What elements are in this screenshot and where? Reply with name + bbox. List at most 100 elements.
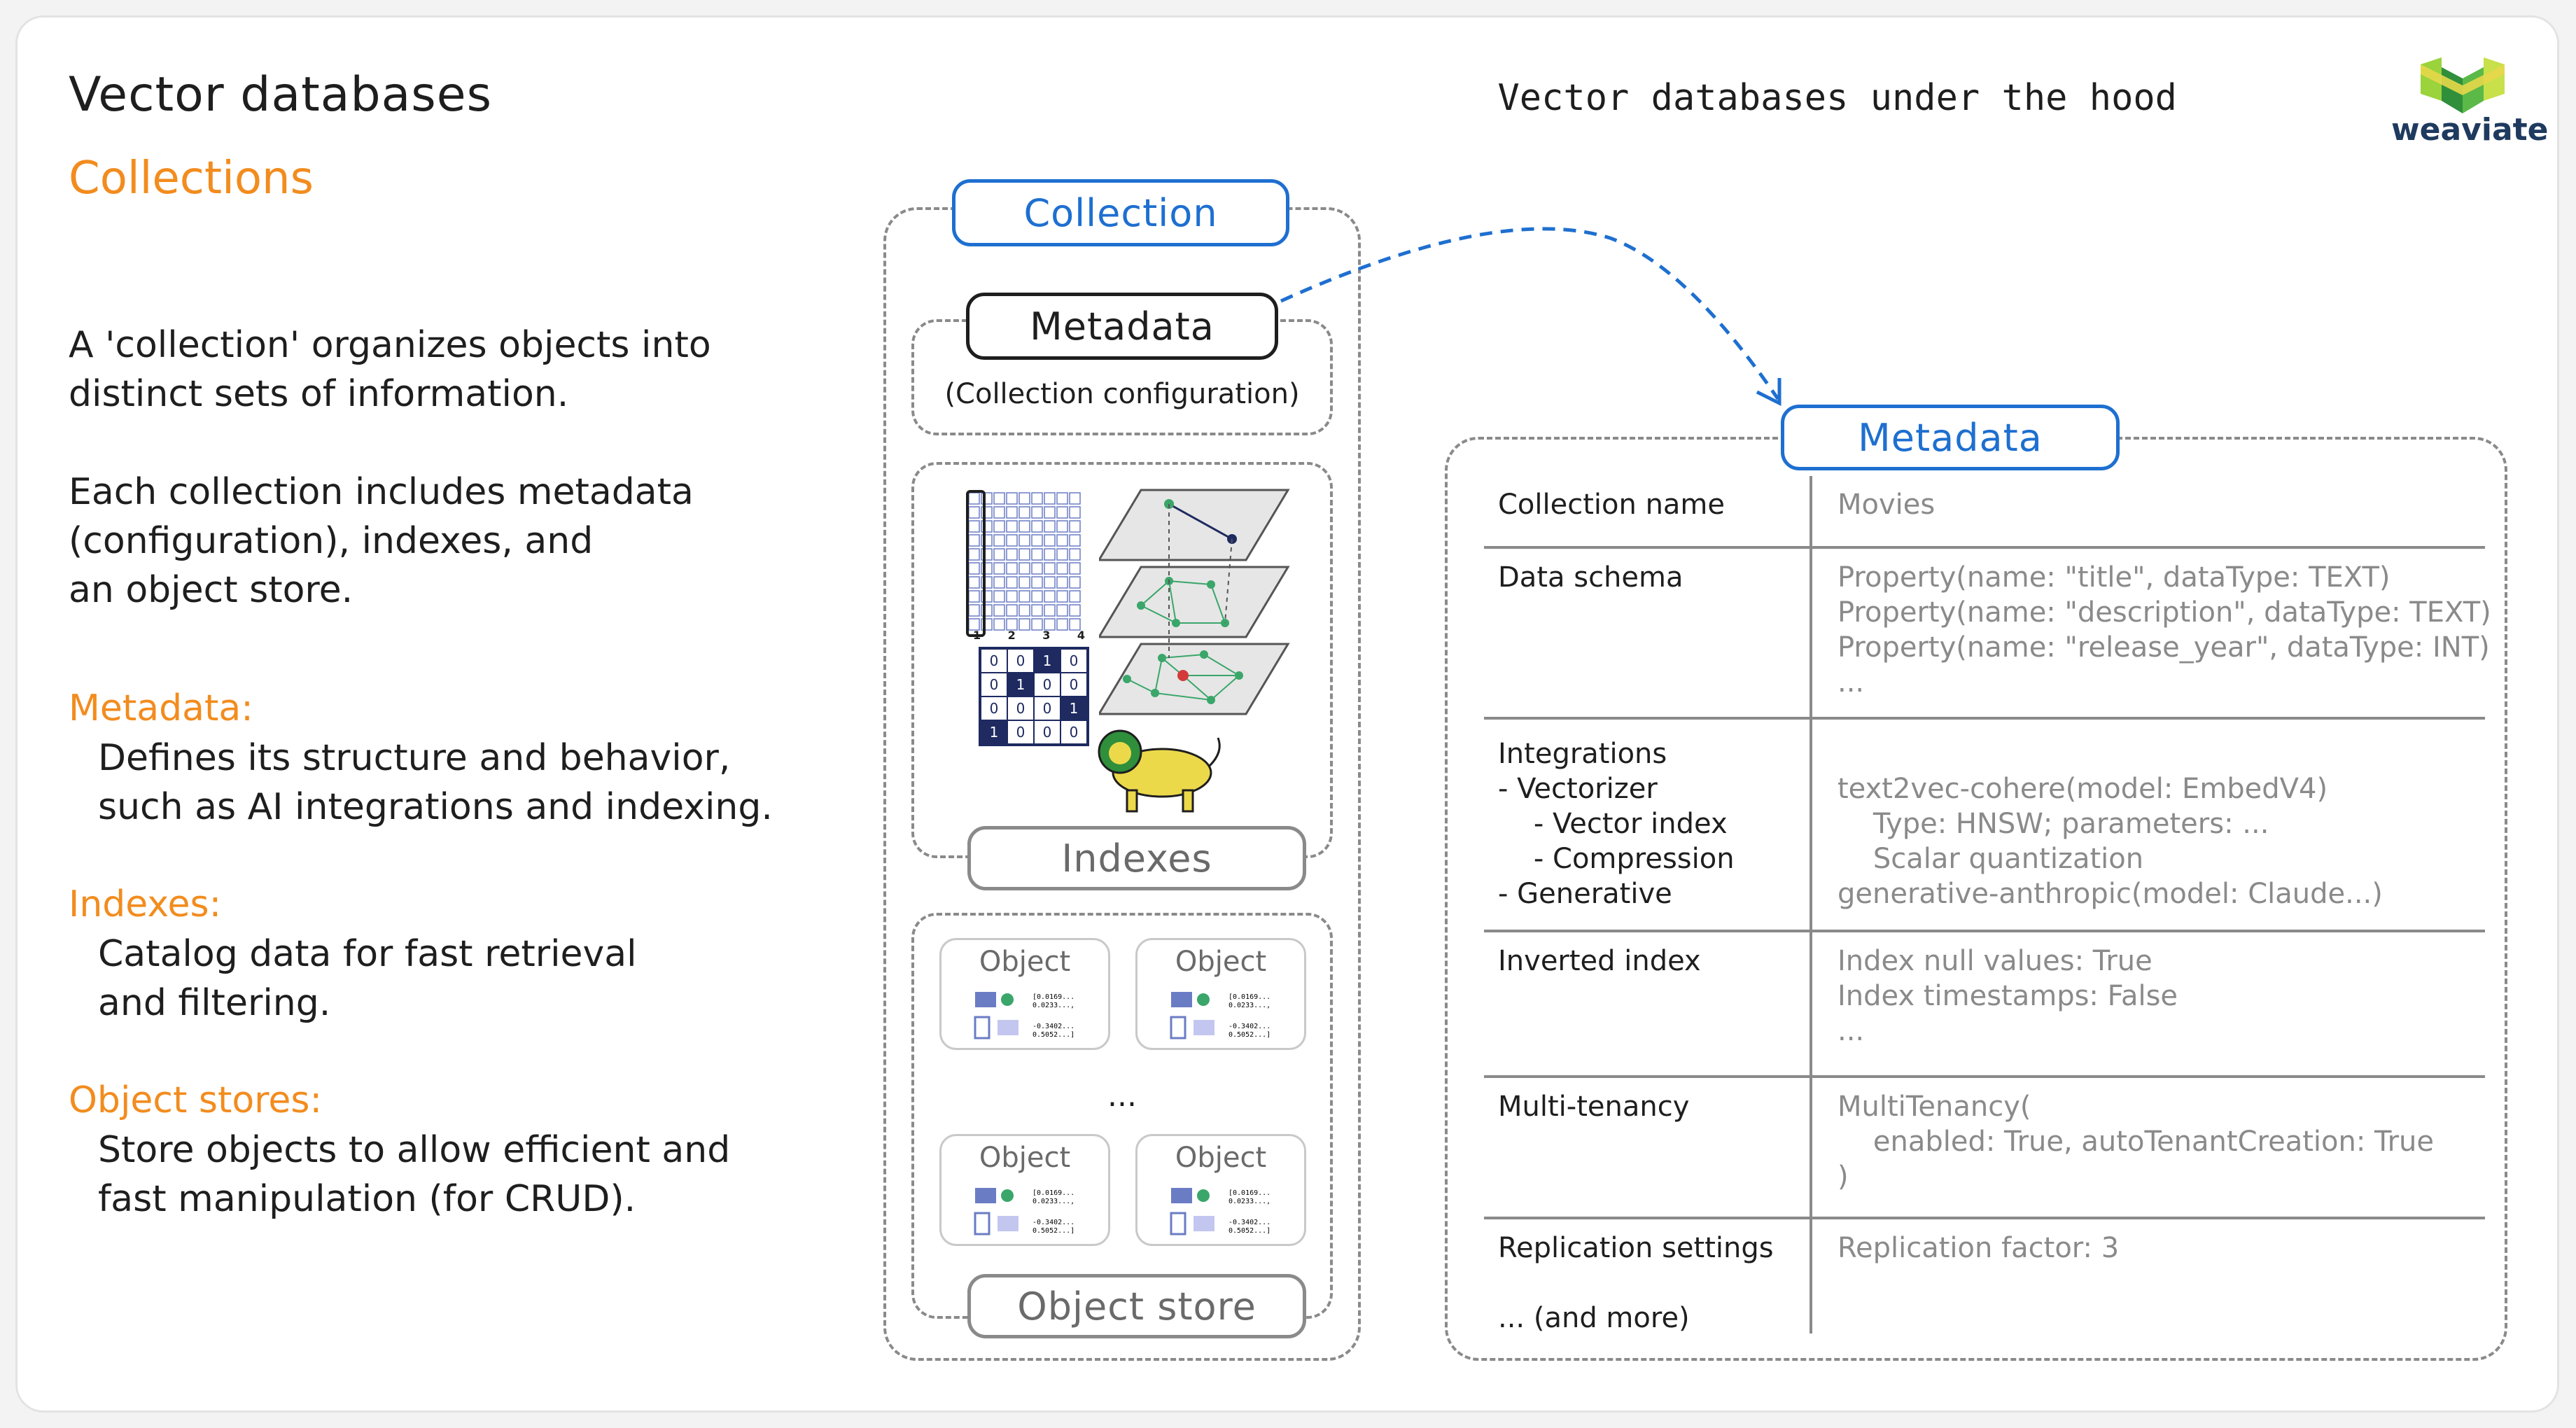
object-title: Object <box>1175 1142 1267 1174</box>
object-card: Object [0.0169... 0.0233..., -0.3402... … <box>939 938 1110 1050</box>
matrix-col-1: 1 <box>973 629 981 642</box>
matrix-cell <box>1031 534 1043 547</box>
matrix-cell <box>1006 492 1018 505</box>
matrix-cell <box>1031 576 1043 589</box>
row-label: Multi-tenancy <box>1498 1091 1690 1123</box>
matrix-cell <box>1069 562 1081 575</box>
matrix-cell <box>968 548 980 561</box>
matrix-cell <box>1018 562 1030 575</box>
svg-text:0.0233...,: 0.0233..., <box>1228 1198 1270 1205</box>
bitmap-cell: 1 <box>1007 673 1034 696</box>
svg-text:-0.3402...: -0.3402... <box>1032 1219 1074 1226</box>
matrix-cell <box>1044 576 1056 589</box>
matrix-cell <box>1044 562 1056 575</box>
index-matrix-icon <box>966 490 1081 637</box>
table-row: Replication settings ... (and more) Repl… <box>1484 1219 2485 1345</box>
section-body-object-stores: Store objects to allow efficient and fas… <box>98 1129 731 1220</box>
matrix-cell <box>1018 492 1030 505</box>
bitmap-cell: 0 <box>1060 649 1087 673</box>
matrix-cell <box>1006 590 1018 603</box>
svg-text:0.0233...,: 0.0233..., <box>1032 1002 1074 1009</box>
matrix-cell <box>1031 590 1043 603</box>
matrix-cell <box>1031 492 1043 505</box>
matrix-cell <box>1006 548 1018 561</box>
svg-text:[0.0169...: [0.0169... <box>1032 1189 1074 1197</box>
collection-label: Collection <box>952 179 1289 246</box>
svg-text:-0.3402...: -0.3402... <box>1228 1023 1270 1030</box>
matrix-cell <box>1069 492 1081 505</box>
matrix-cell <box>1069 618 1081 631</box>
row-value: Movies <box>1837 489 1935 521</box>
matrix-cell <box>1044 520 1056 533</box>
svg-text:[0.0169...: [0.0169... <box>1228 993 1270 1001</box>
bitmap-cell: 0 <box>981 696 1007 720</box>
matrix-cell <box>1044 534 1056 547</box>
table-row: Collection name Movies <box>1484 476 2485 549</box>
matrix-cell <box>1031 562 1043 575</box>
matrix-cell <box>968 604 980 617</box>
bitmap-cell: 0 <box>1060 720 1087 744</box>
logo-wordmark: weaviate <box>2391 112 2549 148</box>
bitmap-cell: 0 <box>1007 720 1034 744</box>
object-contents-icon: [0.0169... 0.0233..., -0.3402... 0.5052.… <box>1170 992 1270 1040</box>
matrix-cell <box>1056 492 1068 505</box>
section-title-metadata: Metadata: <box>69 687 253 729</box>
svg-text:0.0233...,: 0.0233..., <box>1032 1198 1074 1205</box>
matrix-cell <box>1018 548 1030 561</box>
matrix-cell <box>1031 604 1043 617</box>
svg-text:-0.3402...: -0.3402... <box>1228 1219 1270 1226</box>
matrix-cell <box>1056 534 1068 547</box>
matrix-cell <box>1056 506 1068 519</box>
matrix-cell <box>1056 618 1068 631</box>
row-label: Integrations - Vectorizer - Vector index… <box>1498 738 1735 910</box>
bitmap-cell: 0 <box>1034 720 1060 744</box>
row-label: Replication settings ... (and more) <box>1498 1232 1774 1334</box>
row-value: text2vec-cohere(model: EmbedV4) Type: HN… <box>1837 773 2383 910</box>
matrix-cell <box>1031 520 1043 533</box>
matrix-cell <box>1044 618 1056 631</box>
matrix-cell <box>993 492 1005 505</box>
bitmap-cell: 0 <box>1007 696 1034 720</box>
object-contents-icon: [0.0169... 0.0233..., -0.3402... 0.5052.… <box>974 1188 1074 1236</box>
matrix-cell <box>1069 506 1081 519</box>
matrix-cell <box>1018 576 1030 589</box>
bitmap-cell: 0 <box>1034 673 1060 696</box>
bitmap-cell: 1 <box>1060 696 1087 720</box>
bitmap-cell: 0 <box>1060 673 1087 696</box>
metadata-caption: (Collection configuration) <box>944 378 1300 410</box>
object-contents-icon: [0.0169... 0.0233..., -0.3402... 0.5052.… <box>974 992 1074 1040</box>
matrix-cell <box>1018 534 1030 547</box>
matrix-cell <box>1069 576 1081 589</box>
matrix-cell <box>1044 506 1056 519</box>
row-value: Index null values: True Index timestamps… <box>1837 945 2178 1047</box>
svg-text:0.5052...]: 0.5052...] <box>1228 1031 1270 1039</box>
matrix-cell <box>1056 520 1068 533</box>
intro-paragraph-1: A 'collection' organizes objects into di… <box>69 324 711 415</box>
svg-text:0.5052...]: 0.5052...] <box>1228 1227 1270 1235</box>
hnsw-layers-icon <box>1099 489 1290 715</box>
matrix-cell <box>993 576 1005 589</box>
matrix-cell <box>1018 506 1030 519</box>
intro-paragraph-2: Each collection includes metadata (confi… <box>69 471 694 611</box>
matrix-cell <box>968 590 980 603</box>
object-contents-icon: [0.0169... 0.0233..., -0.3402... 0.5052.… <box>1170 1188 1270 1236</box>
matrix-cell <box>968 562 980 575</box>
matrix-cell <box>1018 618 1030 631</box>
object-store-label: Object store <box>967 1274 1306 1338</box>
matrix-cell <box>1069 520 1081 533</box>
object-title: Object <box>1175 946 1267 978</box>
table-column-divider <box>1809 476 1812 1334</box>
matrix-cell <box>1069 534 1081 547</box>
page-subtitle: Collections <box>69 153 314 204</box>
section-title-object-stores: Object stores: <box>69 1079 323 1121</box>
bitmap-cell: 0 <box>1007 649 1034 673</box>
matrix-cell <box>968 506 980 519</box>
object-card: Object [0.0169... 0.0233..., -0.3402... … <box>939 1134 1110 1246</box>
object-card: Object [0.0169... 0.0233..., -0.3402... … <box>1135 1134 1306 1246</box>
svg-text:[0.0169...: [0.0169... <box>1228 1189 1270 1197</box>
matrix-cell <box>1056 548 1068 561</box>
series-title: Vector databases under the hood <box>1497 77 2177 119</box>
matrix-cell <box>1006 618 1018 631</box>
matrix-cell <box>993 534 1005 547</box>
table-row: Integrations - Vectorizer - Vector index… <box>1484 720 2485 932</box>
